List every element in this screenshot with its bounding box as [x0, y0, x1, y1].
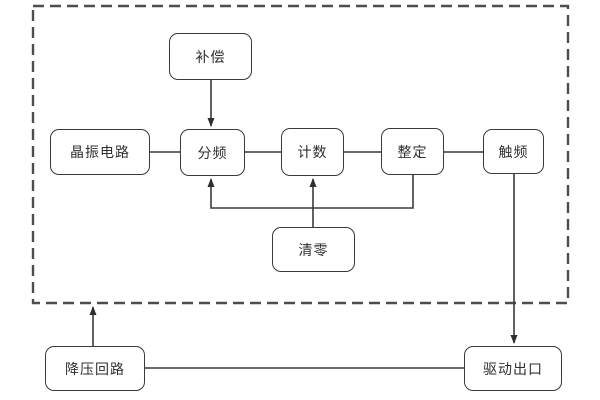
node-setting: 整定 — [381, 128, 444, 175]
node-frequency-divider-label: 分频 — [197, 145, 228, 162]
node-clear-reset: 清零 — [272, 227, 355, 272]
node-compensation: 补偿 — [169, 33, 252, 80]
node-trigger-frequency-label: 触频 — [498, 144, 529, 161]
node-counter-label: 计数 — [297, 145, 328, 161]
node-compensation-label: 补偿 — [195, 49, 226, 66]
node-drive-output: 驱动出口 — [464, 346, 562, 391]
node-frequency-divider: 分频 — [180, 129, 245, 176]
edge-setting-divider-feedback — [207, 175, 414, 209]
node-setting-label: 整定 — [397, 144, 428, 161]
node-clear-reset-label: 清零 — [298, 242, 329, 259]
dashed-boundary-frame — [31, 4, 570, 305]
node-crystal-oscillator-circuit: 晶振电路 — [50, 129, 150, 175]
node-crystal-oscillator-circuit-label: 晶振电路 — [70, 145, 130, 161]
node-trigger-frequency: 触频 — [483, 129, 544, 174]
node-step-down-circuit-label: 降压回路 — [65, 361, 125, 378]
node-drive-output-label: 驱动出口 — [483, 361, 543, 378]
node-counter: 计数 — [281, 128, 344, 176]
node-step-down-circuit: 降压回路 — [45, 346, 145, 391]
